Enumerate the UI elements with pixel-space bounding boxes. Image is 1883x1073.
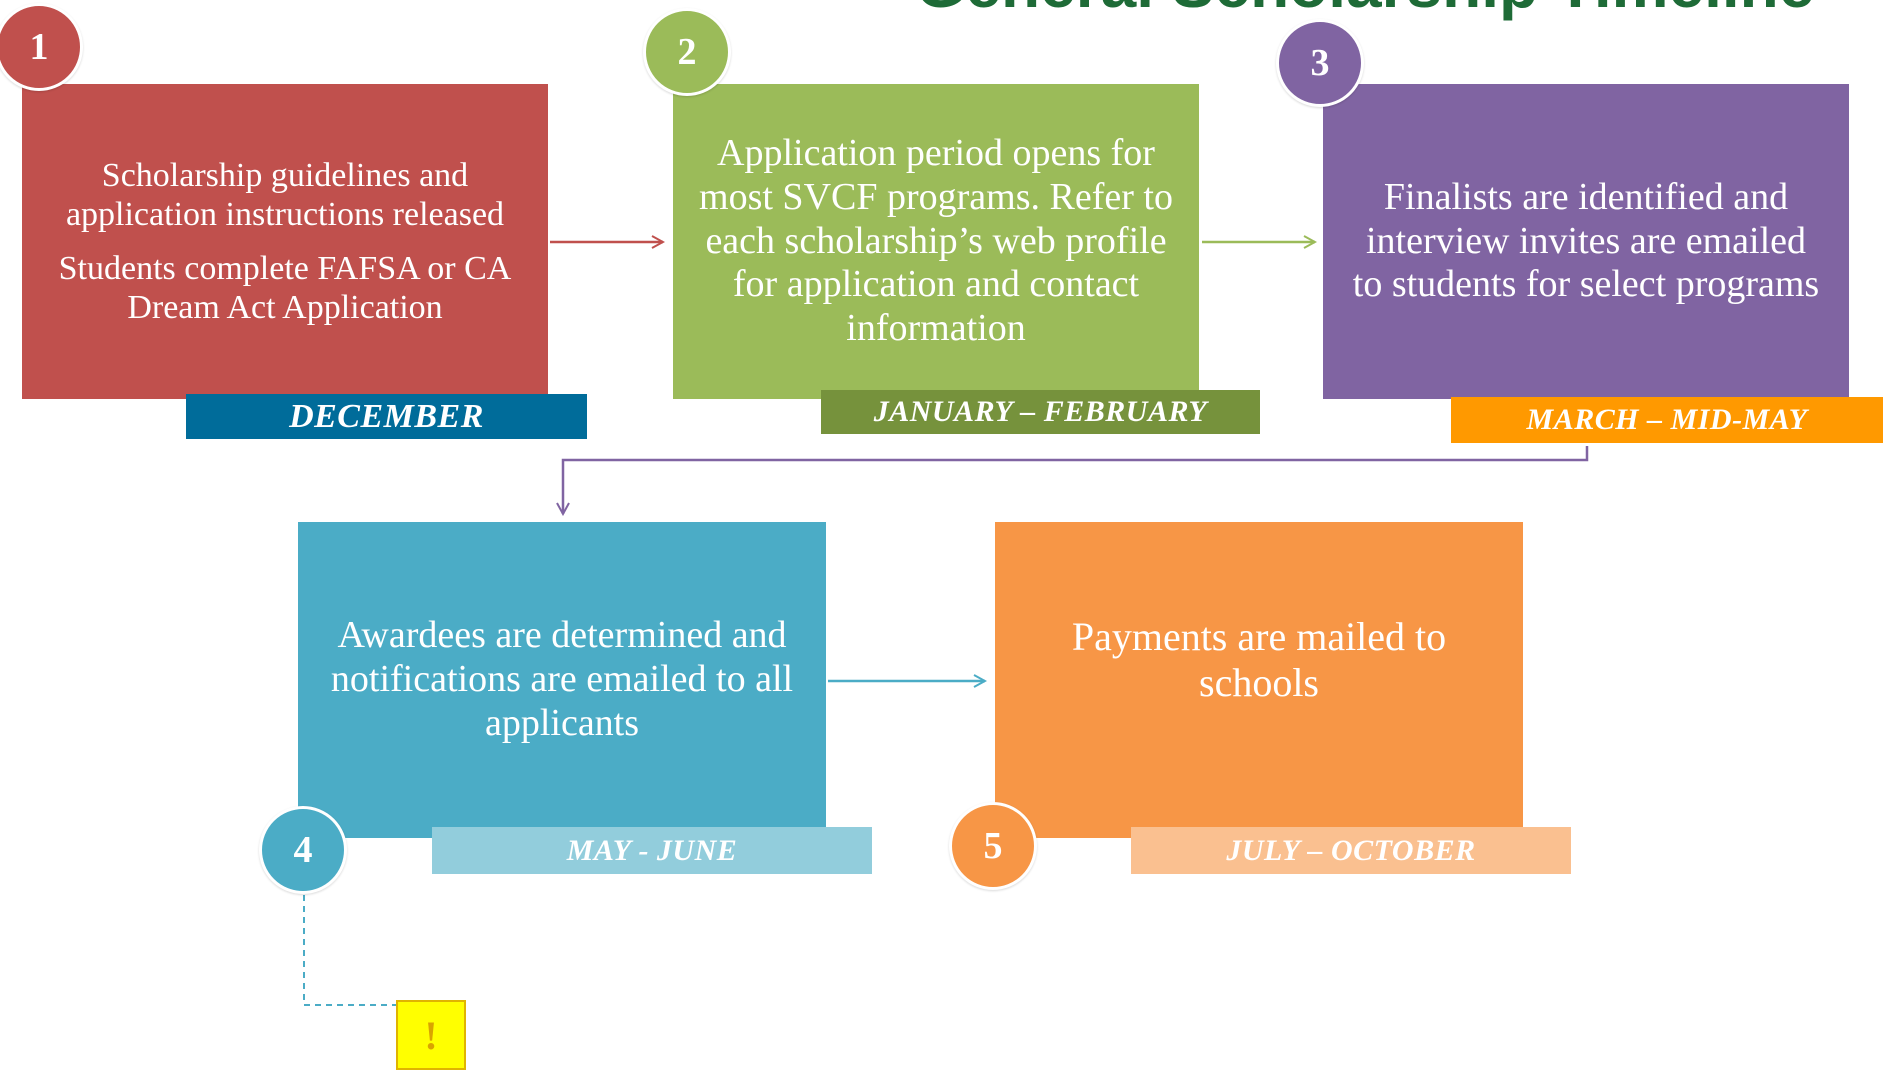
step-3-box: Finalists are identified and interview i… [1323, 84, 1849, 399]
step-1-number-badge: 1 [0, 3, 83, 91]
page-title: General Scholarship Timeline [860, 0, 1870, 22]
step-3-number-badge: 3 [1276, 19, 1364, 107]
note-connector [303, 895, 396, 1006]
step-5-box: Payments are mailed to schools [995, 522, 1523, 838]
step-3-text-1: Finalists are identified and interview i… [1352, 175, 1820, 306]
step-2-number-badge: 2 [643, 8, 731, 96]
step-5-text-1: Payments are mailed to schools [1071, 614, 1447, 705]
warning-note-icon[interactable]: ! [396, 1000, 466, 1070]
step-2-box: Application period opens for most SVCF p… [673, 84, 1199, 399]
step-5-number-badge: 5 [949, 802, 1037, 890]
step-2-text-1: Application period opens for most SVCF p… [699, 132, 1173, 350]
step-4-period-label: MAY - JUNE [432, 827, 872, 874]
step-1-period-label: DECEMBER [186, 394, 587, 439]
step-4-box: Awardees are determined and notification… [298, 522, 826, 838]
step-1-text-1: Scholarship guidelines and application i… [65, 157, 505, 234]
step-1-text-2: Students complete FAFSA or CA Dream Act … [58, 249, 512, 326]
step-4-number-badge: 4 [259, 806, 347, 894]
step-1-box: Scholarship guidelines and application i… [22, 84, 548, 399]
step-4-text-1: Awardees are determined and notification… [330, 614, 794, 744]
step-5-period-label: JULY – OCTOBER [1131, 827, 1571, 874]
step-3-period-label: MARCH – MID-MAY [1451, 397, 1883, 443]
arrow-3-to-4 [563, 446, 1589, 514]
step-2-period-label: JANUARY – FEBRUARY [821, 390, 1260, 434]
